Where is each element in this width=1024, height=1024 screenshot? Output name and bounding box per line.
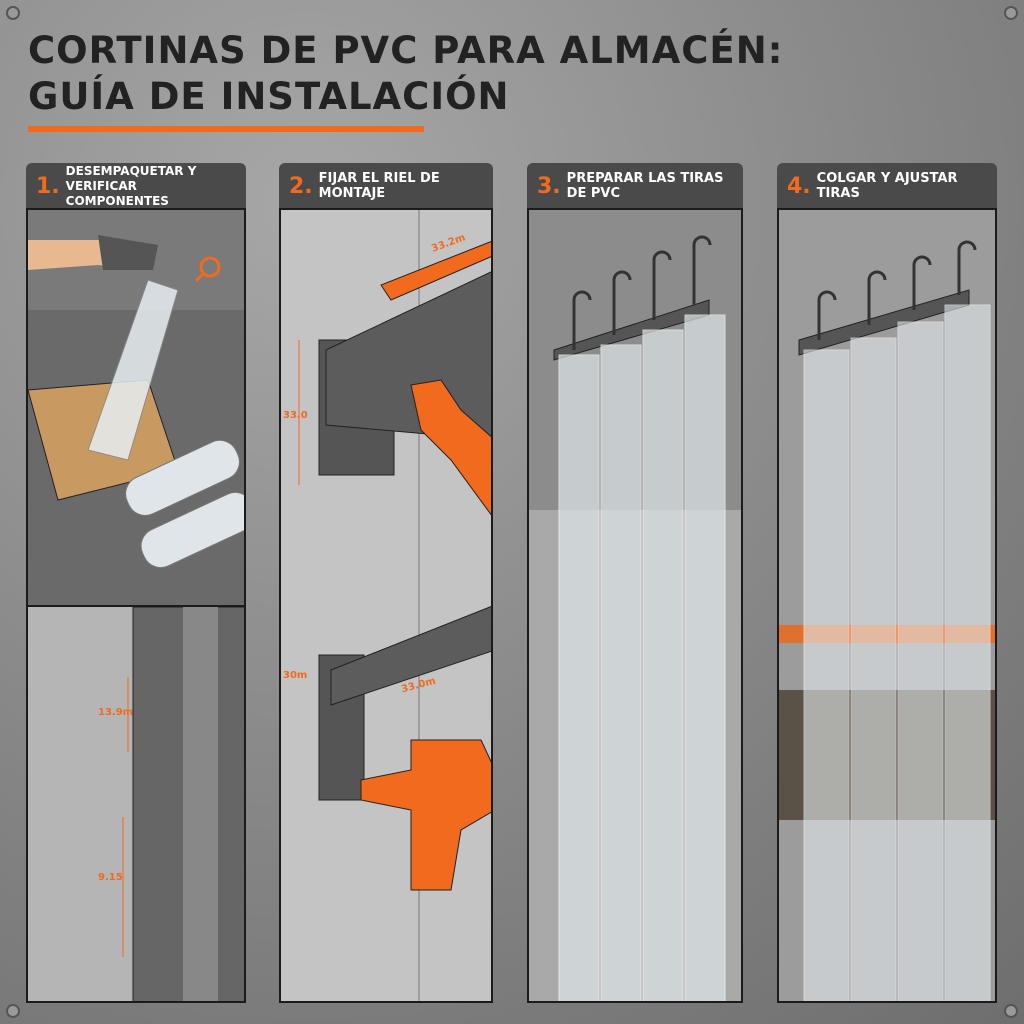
- title-line-1: Cortinas de PVC para almacén:: [28, 29, 784, 72]
- level-tool-icon: [380, 241, 491, 301]
- title-underline: [28, 126, 424, 132]
- dimension-label: 30m: [283, 670, 308, 681]
- step-1-header: 1. Desempaquetar yverificar componentes: [26, 163, 246, 209]
- hook-icon: [817, 240, 977, 340]
- step-1-illustration: [26, 208, 246, 614]
- rail-detail-illustration: 13.9m 9.15: [26, 605, 246, 1003]
- rivet-icon: [1004, 6, 1018, 20]
- step-number: 1.: [36, 173, 60, 199]
- step-number: 3.: [537, 173, 561, 199]
- step-3-header: 3. Preparar las tiras de PVC: [527, 163, 743, 209]
- step-4-header: 4. Colgar y ajustar tiras: [777, 163, 997, 209]
- rivet-icon: [6, 6, 20, 20]
- dimension-label: 13.9m: [98, 707, 134, 718]
- dimension-label: 33.0: [283, 410, 308, 421]
- step-number: 2.: [289, 173, 313, 199]
- step-2-header: 2. Fijar el riel de montaje: [279, 163, 493, 209]
- step-4-illustration: [777, 208, 997, 1003]
- page-title: Cortinas de PVC para almacén: Guía de in…: [28, 28, 783, 120]
- dimension-label: 9.15: [98, 872, 123, 883]
- glove-hand-icon: [410, 379, 491, 516]
- magnifier-icon: [199, 256, 221, 278]
- step-label: Fijar el riel de montaje: [318, 171, 440, 201]
- step-2-illustration: 33.2m 33.0 30m 33.0m: [279, 208, 493, 1003]
- step-label: Preparar las tiras de PVC: [566, 171, 724, 201]
- drill-icon: [360, 739, 491, 891]
- step-number: 4.: [787, 173, 811, 199]
- title-line-2: Guía de instalación: [28, 75, 510, 118]
- hook-icon: [572, 235, 712, 350]
- step-label: Desempaquetar yverificar componentes: [65, 163, 197, 208]
- step-3-illustration: [527, 208, 743, 1003]
- rivet-icon: [6, 1004, 20, 1018]
- step-label: Colgar y ajustar tiras: [816, 171, 958, 201]
- rivet-icon: [1004, 1004, 1018, 1018]
